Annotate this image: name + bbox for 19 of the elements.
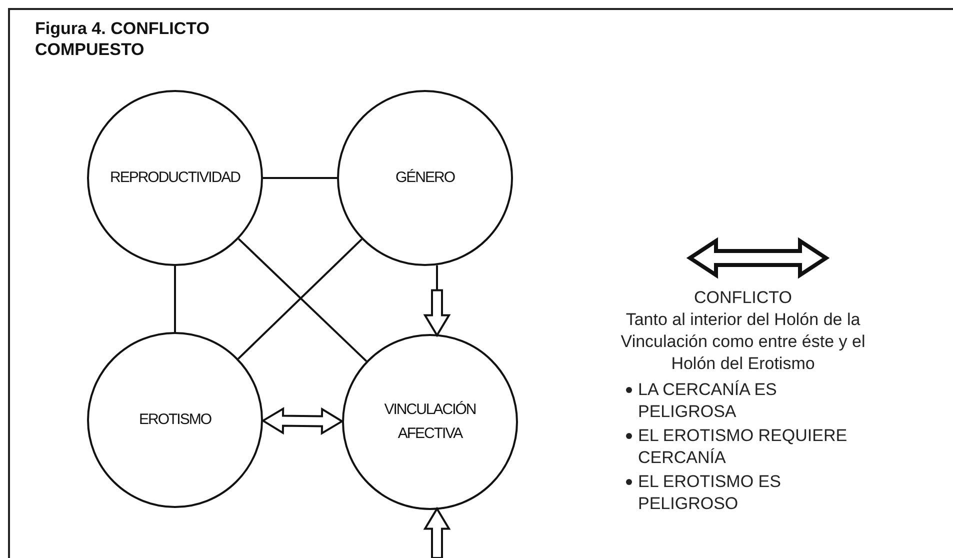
description-text: Tanto al interior del Holón de la Vinculación como entre éste y el Holón del Erotismo	[620, 309, 866, 375]
concept-circle	[342, 334, 518, 510]
hollow-arrow	[423, 506, 451, 558]
concept-circle	[87, 90, 263, 266]
connector-line	[174, 266, 176, 332]
double-hollow-arrow	[261, 407, 344, 435]
hollow-arrow	[423, 264, 451, 338]
bullet-text: EL EROTISMO REQUIERE CERCANÍA	[638, 425, 848, 469]
circle-label: GÉNERO	[394, 168, 456, 188]
figure-title: Figura 4. CONFLICTO COMPUESTO	[35, 18, 210, 60]
circle-label: REPRODUCTIVIDAD	[108, 168, 242, 188]
concept-circle	[87, 332, 263, 508]
circle-label: EROTISMO	[138, 410, 212, 430]
concept-circle	[337, 90, 513, 266]
bullet-text: LA CERCANÍA ES PELIGROSA	[638, 379, 778, 423]
bullet-text: EL EROTISMO ES PELIGROSO	[638, 471, 782, 515]
connector-line	[263, 177, 337, 179]
legend-text: CONFLICTO	[693, 287, 793, 309]
circle-label: VINCULACIÓN AFECTIVA	[383, 400, 477, 444]
